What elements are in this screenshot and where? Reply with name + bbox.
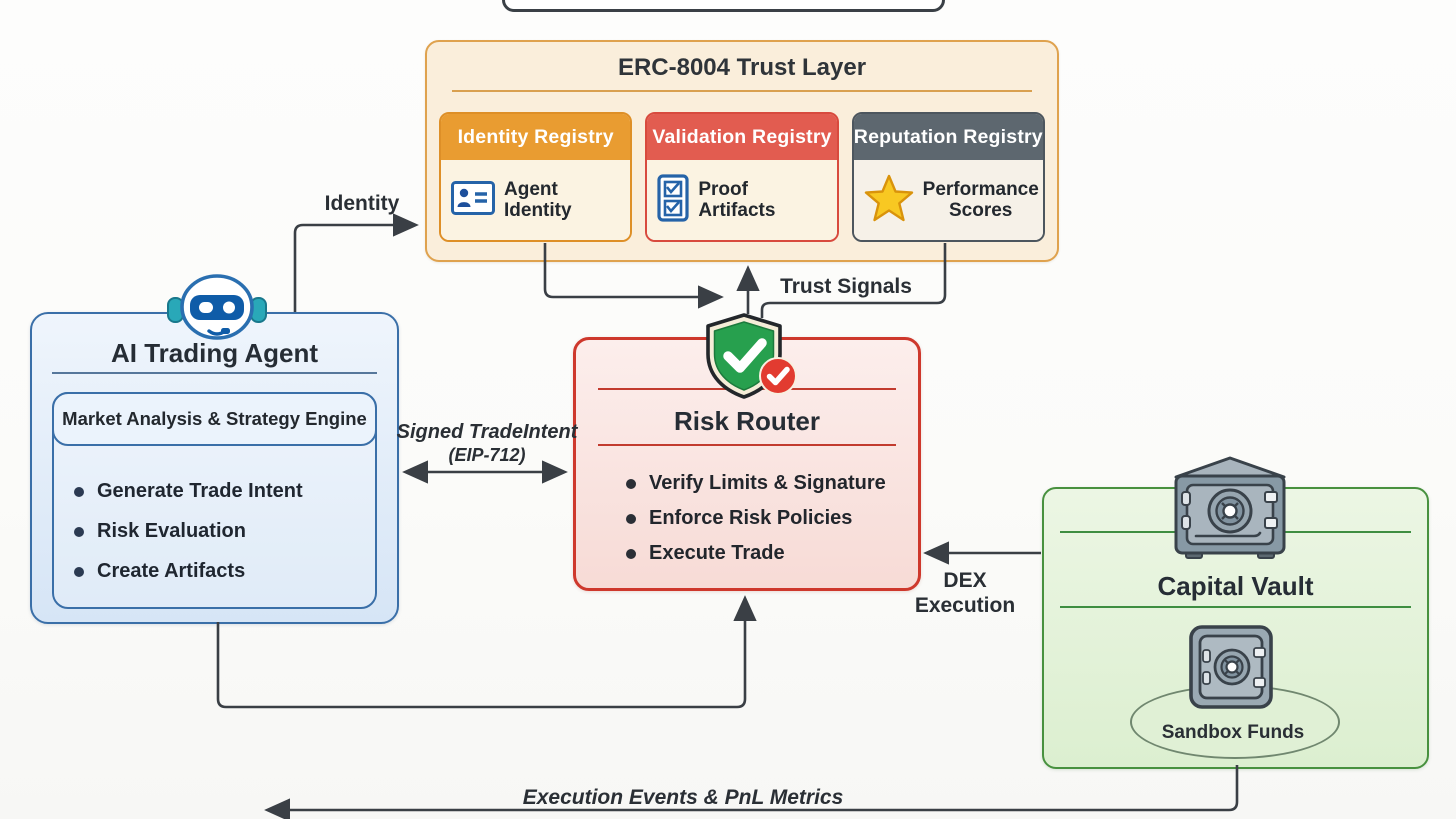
bullet-dot [626,478,636,489]
risk-router-box: Risk Router Verify Limits & Signature En… [573,337,921,591]
vault-divider-bottom [1060,606,1411,608]
ai-trading-agent-box: AI Trading Agent Market Analysis & Strat… [30,312,399,624]
agent-bullet-list: Generate Trade Intent Risk Evaluation Cr… [74,480,303,600]
agent-bullet: Create Artifacts [74,560,303,583]
validation-registry-card: Validation Registry Proof Artifacts [645,112,839,242]
router-bullet: Execute Trade [626,542,886,565]
checklist-icon [657,173,689,227]
signed-tradeintent-edge-label: Signed TradeIntent (EIP-712) [396,421,578,465]
router-bullet: Verify Limits & Signature [626,472,886,495]
ai-trading-agent-title: AI Trading Agent [110,338,319,368]
capital-vault-title: Capital Vault [1157,571,1314,601]
agent-bullet: Generate Trade Intent [74,480,303,503]
id-card-icon [451,180,495,220]
bullet-dot [626,548,636,559]
identity-registry-item: Agent Identity [504,179,572,221]
registry-cards: Identity Registry Agent Identity [439,112,1045,242]
reputation-registry-title: Reputation Registry [853,114,1043,160]
strategy-engine-box: Market Analysis & Strategy Engine [52,392,377,446]
trust-layer-box: ERC-8004 Trust Layer Identity Registry [425,40,1059,262]
dex-execution-edge-label: DEX Execution [914,569,1016,617]
star-icon [864,174,914,227]
bullet-dot [74,566,84,577]
router-bullet: Enforce Risk Policies [626,507,886,530]
sandbox-funds-label: Sandbox Funds [1161,722,1305,743]
bullet-dot [74,486,84,497]
reputation-registry-item: Performance Scores [922,179,1039,221]
agent-divider [52,372,377,374]
execution-events-edge-label: Execution Events & PnL Metrics [522,786,844,809]
risk-router-title: Risk Router [674,406,820,436]
validation-registry-item: Proof Artifacts [698,179,776,221]
reputation-registry-card: Reputation Registry Performance Scores [851,112,1045,242]
router-divider-bottom [598,444,896,446]
trust-signals-edge-label: Trust Signals [780,275,912,298]
router-divider-top [598,388,896,390]
trust-layer-divider [452,90,1032,92]
router-bullet-list: Verify Limits & Signature Enforce Risk P… [626,472,886,577]
identity-registry-card: Identity Registry Agent Identity [439,112,633,242]
agent-bullet: Risk Evaluation [74,520,303,543]
identity-edge-label: Identity [324,192,400,215]
bullet-dot [74,526,84,537]
top-cutoff-box [502,0,945,12]
validation-registry-title: Validation Registry [647,114,837,160]
edge-identity [293,213,419,312]
trust-layer-title: ERC-8004 Trust Layer [617,54,867,81]
vault-divider-top [1060,531,1411,533]
identity-registry-title: Identity Registry [441,114,631,160]
bullet-dot [626,513,636,524]
